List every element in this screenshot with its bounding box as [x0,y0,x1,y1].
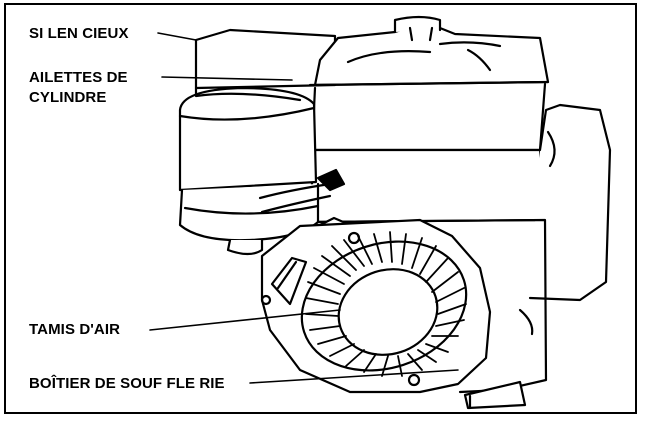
air-screen [300,231,468,377]
muffler-label: SI LEN CIEUX [29,25,129,42]
engine-block [310,103,612,410]
cylinder-fins-label-line1: AILETTES DE [29,69,128,86]
cylinder-fins-label-line2: CYLINDRE [29,89,107,106]
air-cleaner [178,86,320,256]
air-screen-label: TAMIS D'AIR [29,321,121,338]
leader-lines [149,32,459,384]
fuel-tank [308,15,550,152]
blower-housing-label: BOÎTIER DE SOUF FLE RIE [29,375,225,392]
